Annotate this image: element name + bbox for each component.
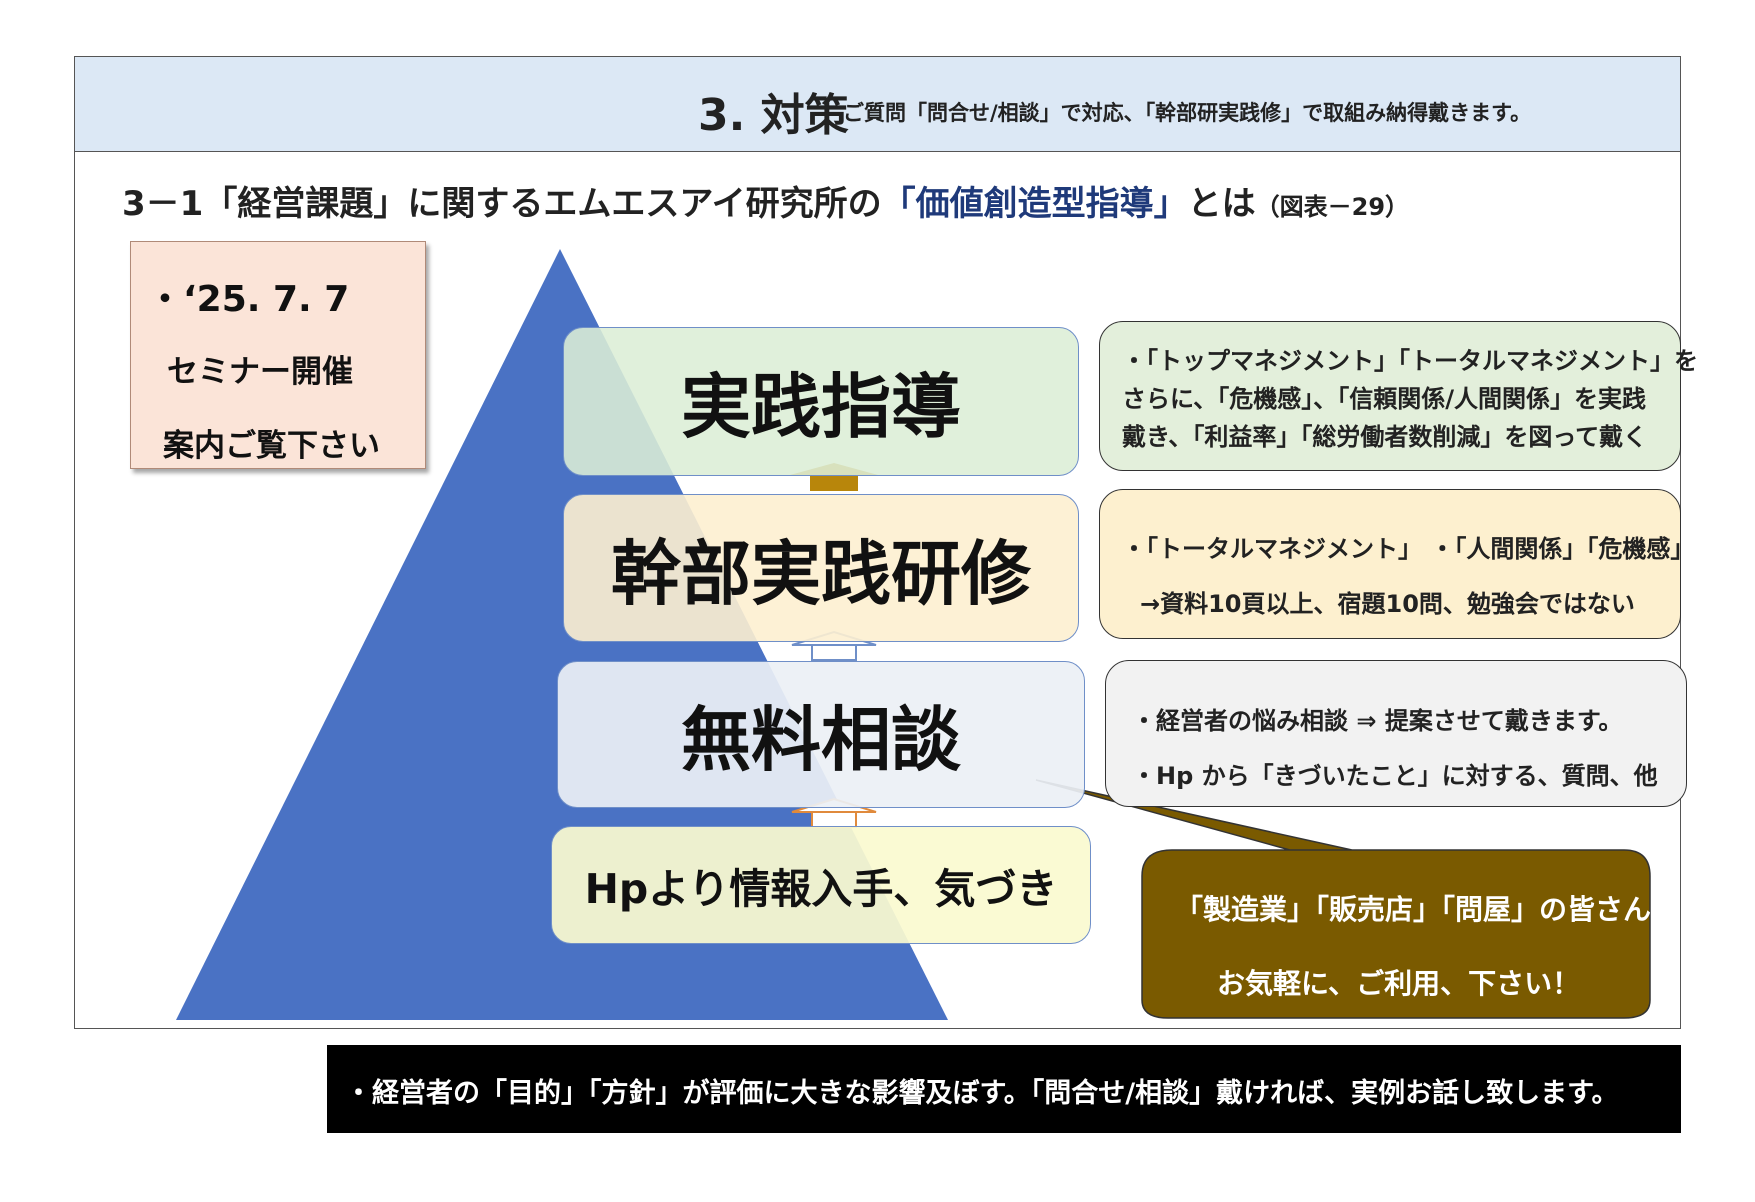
note-training-line: →資料10頁以上、宿題10問、勉強会ではない bbox=[1140, 590, 1635, 618]
callout-line: お気軽に、ご利用、下さい！ bbox=[1217, 967, 1581, 1000]
gold-arrow-icon bbox=[810, 475, 858, 491]
note-practice-line: ・「トップマネジメント」「トータルマネジメント」を bbox=[1122, 347, 1698, 375]
header-note: ご質問「問合せ/相談」で対応、「幹部研実践修」で取組み納得戴きます。 bbox=[843, 101, 1532, 125]
callout-bubble bbox=[1035, 779, 1651, 1019]
level-consult: 無料相談 bbox=[557, 661, 1085, 808]
subtitle-suffix: とは bbox=[1187, 184, 1256, 224]
section-subtitle: 3－1「経営課題」に関するエムエスアイ研究所の「価値創造型指導」とは（図表－29… bbox=[122, 176, 1409, 225]
note-consult-line: ・Hp から「きづいたこと」に対する、質問、他 bbox=[1132, 762, 1658, 790]
note-practice-line: さらに、「危機感」、「信頼関係/人間関係」を実践 bbox=[1122, 385, 1647, 413]
note-training-line: ・「トータルマネジメント」 ・「人間関係」「危機感」 bbox=[1122, 535, 1695, 563]
note-practice-line: 戴き、「利益率」「総労働者数削減」を図って戴く bbox=[1122, 423, 1648, 451]
header-bar: 3. 対策 ご質問「問合せ/相談」で対応、「幹部研実践修」で取組み納得戴きます。 bbox=[74, 56, 1681, 152]
figure-reference: （図表－29） bbox=[1255, 193, 1410, 221]
subtitle-highlight: 「価値創造型指導」 bbox=[881, 184, 1188, 224]
note-training: ・「トータルマネジメント」 ・「人間関係」「危機感」 →資料10頁以上、宿題10… bbox=[1099, 489, 1694, 639]
level-practice: 実践指導 bbox=[563, 327, 1079, 476]
page-title: 3. 対策 bbox=[698, 90, 849, 141]
note-practice: ・「トップマネジメント」「トータルマネジメント」を さらに、「危機感」、「信頼関… bbox=[1099, 321, 1698, 471]
note-consult-line: ・経営者の悩み相談 ⇒ 提案させて戴きます。 bbox=[1132, 707, 1623, 735]
callout-line: 「製造業」「販売店」「問屋」の皆さん bbox=[1175, 893, 1652, 926]
note-consult: ・経営者の悩み相談 ⇒ 提案させて戴きます。 ・Hp から「きづいたこと」に対す… bbox=[1105, 660, 1687, 807]
blue-outline-arrow-icon bbox=[811, 644, 857, 661]
level-training: 幹部実践研修 bbox=[563, 494, 1079, 642]
level-info: Hpより情報入手、気づき bbox=[551, 826, 1091, 944]
orange-outline-arrow-icon bbox=[811, 811, 857, 828]
footer-banner: ・経営者の「目的」「方針」が評価に大きな影響及ぼす。「問合せ/相談」戴ければ、実… bbox=[327, 1045, 1681, 1133]
seminar-line: セミナー開催 bbox=[167, 354, 353, 390]
seminar-card: ・‘25. 7. 7 セミナー開催 案内ご覧下さい bbox=[130, 241, 426, 469]
seminar-date: ・‘25. 7. 7 bbox=[147, 279, 350, 320]
footer-text: ・経営者の「目的」「方針」が評価に大きな影響及ぼす。「問合せ/相談」戴ければ、実… bbox=[345, 1078, 1619, 1109]
seminar-guide-line: 案内ご覧下さい bbox=[163, 428, 380, 464]
subtitle-prefix: 3－1「経営課題」に関するエムエスアイ研究所の bbox=[122, 184, 882, 224]
